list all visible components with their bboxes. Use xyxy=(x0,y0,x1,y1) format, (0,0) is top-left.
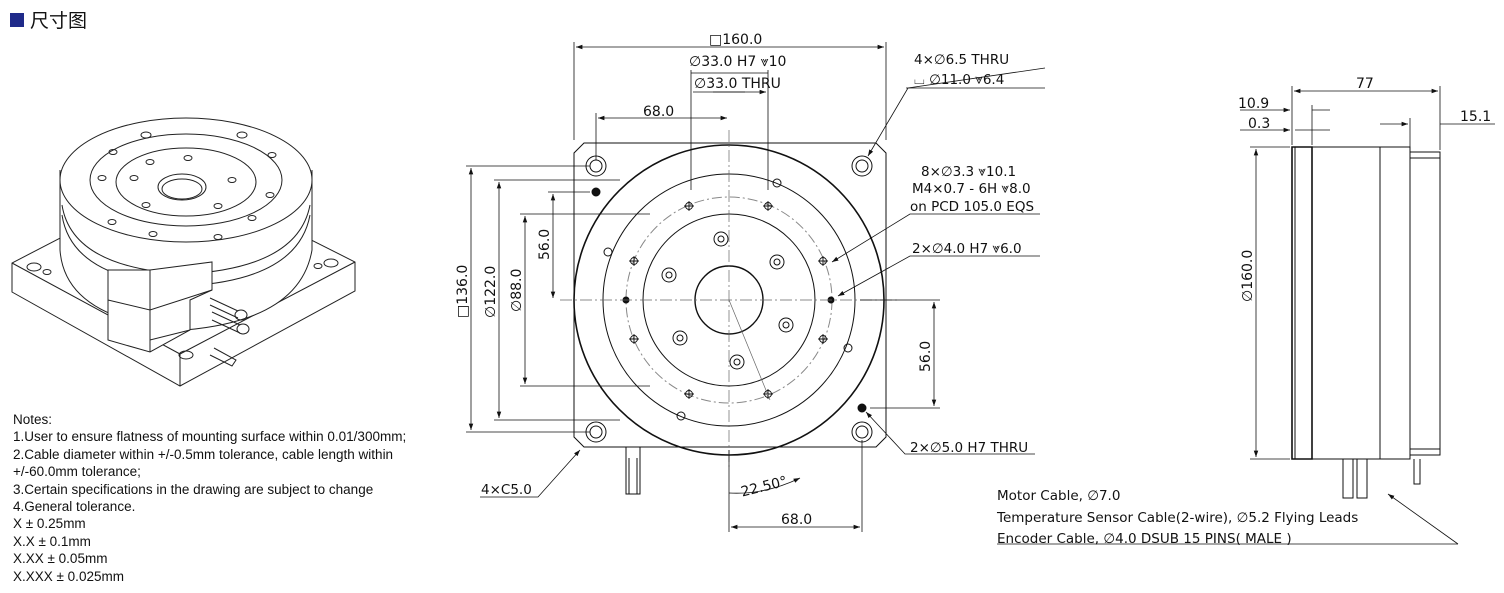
isometric-view xyxy=(11,117,356,387)
cable-label-temperature: Temperature Sensor Cable(2-wire), ∅5.2 F… xyxy=(996,510,1358,526)
side-view xyxy=(1291,146,1441,499)
dim-left-56: 56.0 xyxy=(537,229,553,260)
notes-block: Notes: 1.User to ensure flatness of moun… xyxy=(13,411,406,585)
callout-bore-h7: ∅33.0 H7 ⩔10 xyxy=(689,54,786,70)
dim-diameter-88: ∅88.0 xyxy=(509,269,525,312)
tolerance-line: X.XX ± 0.05mm xyxy=(13,551,108,567)
section-marker-icon xyxy=(10,12,24,27)
callout-chamfer: 4×C5.0 xyxy=(481,482,532,498)
side-view-dimensions xyxy=(997,86,1495,545)
front-view xyxy=(560,130,900,495)
callout-mount-holes: 4×∅6.5 THRU xyxy=(914,52,1009,68)
side-view-labels: 77 10.9 0.3 15.1 ∅160.0 Motor Cable, ∅7.… xyxy=(996,76,1491,547)
front-view-dimensions xyxy=(466,42,1046,532)
dim-side-diameter: ∅160.0 xyxy=(1240,250,1256,302)
dim-bottom-offset: 68.0 xyxy=(781,512,812,528)
cable-label-motor: Motor Cable, ∅7.0 xyxy=(997,488,1120,504)
note-line: +/-60.0mm tolerance; xyxy=(13,464,141,480)
dim-angle: 22.50° xyxy=(739,474,789,501)
dim-length: 77 xyxy=(1356,76,1374,92)
callout-pin-h7: 2×∅4.0 H7 ⩔6.0 xyxy=(912,241,1022,257)
note-line: 1.User to ensure flatness of mounting su… xyxy=(13,429,407,445)
dim-square-height: □136.0 xyxy=(455,265,471,318)
cable-label-encoder: Encoder Cable, ∅4.0 DSUB 15 PINS( MALE ) xyxy=(997,531,1292,547)
section-title: 尺寸图 xyxy=(30,10,88,32)
dim-top-offset: 68.0 xyxy=(643,104,674,120)
section-header: 尺寸图 xyxy=(10,6,87,33)
dim-flange: 10.9 xyxy=(1238,96,1269,112)
note-line: 2.Cable diameter within +/-0.5mm toleran… xyxy=(13,446,394,462)
dim-gap: 0.3 xyxy=(1248,116,1270,132)
callout-tapped-holes: 8×∅3.3 ⩔10.1 xyxy=(921,164,1016,180)
dim-cable-end: 15.1 xyxy=(1460,109,1491,125)
callout-mount-counterbore: ⌴ ∅11.0 ⩔6.4 xyxy=(914,72,1004,88)
dim-square-width: □160.0 xyxy=(709,32,762,48)
callout-thread-spec: M4×0.7 - 6H ⩔8.0 xyxy=(912,181,1031,197)
notes-heading: Notes: xyxy=(13,412,53,427)
callout-pin-thru: 2×∅5.0 H7 THRU xyxy=(910,440,1028,456)
front-view-labels: □160.0 ∅33.0 H7 ⩔10 ∅33.0 THRU 68.0 4×∅6… xyxy=(455,32,1034,528)
dim-diameter-122: ∅122.0 xyxy=(483,266,499,318)
note-line: 3.Certain specifications in the drawing … xyxy=(13,481,374,497)
dim-right-56: 56.0 xyxy=(918,341,934,372)
callout-bore-thru: ∅33.0 THRU xyxy=(694,76,781,92)
tolerance-line: X.X ± 0.1mm xyxy=(13,533,91,549)
note-line: 4.General tolerance. xyxy=(13,499,136,515)
tolerance-line: X ± 0.25mm xyxy=(13,516,86,532)
tolerance-line: X.XXX ± 0.025mm xyxy=(13,568,124,584)
callout-pcd: on PCD 105.0 EQS xyxy=(910,199,1034,215)
